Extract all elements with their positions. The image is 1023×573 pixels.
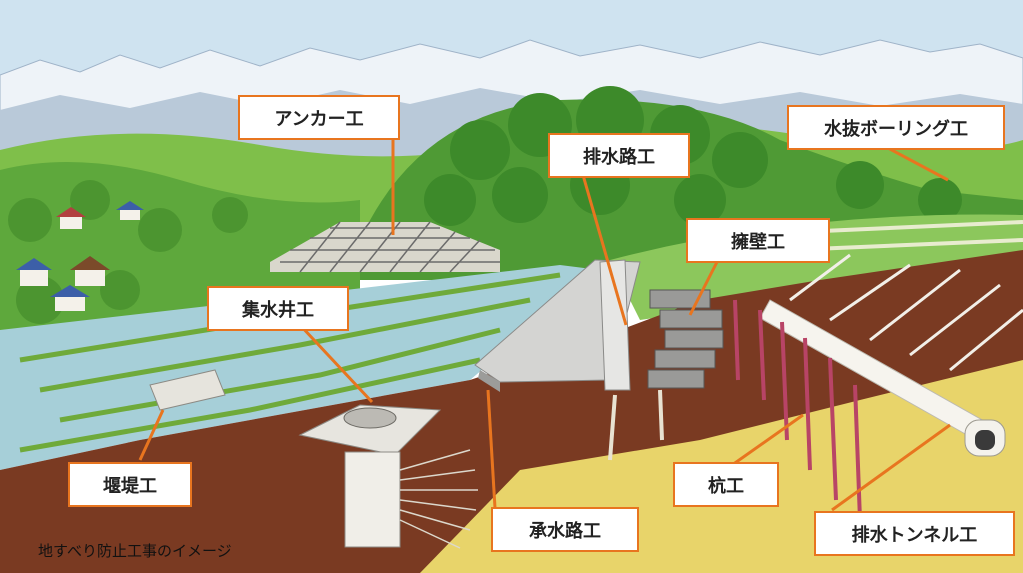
label-receiving-channel: 承水路工 (491, 507, 639, 552)
caption: 地すべり防止工事のイメージ (38, 542, 232, 560)
drainage-tunnel (964, 419, 1006, 457)
label-drainage-tunnel: 排水トンネル工 (814, 511, 1015, 556)
leader-lines (138, 140, 951, 512)
label-catchment-well: 集水井工 (207, 286, 349, 331)
check-dam (149, 369, 226, 411)
catchment-well (298, 404, 478, 549)
drainage-channel (599, 259, 631, 391)
label-horizontal-boring: 水抜ボーリング工 (787, 105, 1005, 150)
village-houses (16, 201, 144, 311)
label-drainage-channel: 排水路工 (548, 133, 690, 178)
label-piles: 杭工 (673, 462, 779, 507)
label-check-dam: 堰堤工 (68, 462, 192, 507)
retaining-wall (647, 289, 724, 389)
label-retaining-wall: 擁壁工 (686, 218, 830, 263)
horizontal-boring-pipes (789, 253, 1023, 372)
piles (733, 299, 862, 521)
label-anchor: アンカー工 (238, 95, 400, 140)
anchor-lattice-slope (270, 221, 500, 273)
